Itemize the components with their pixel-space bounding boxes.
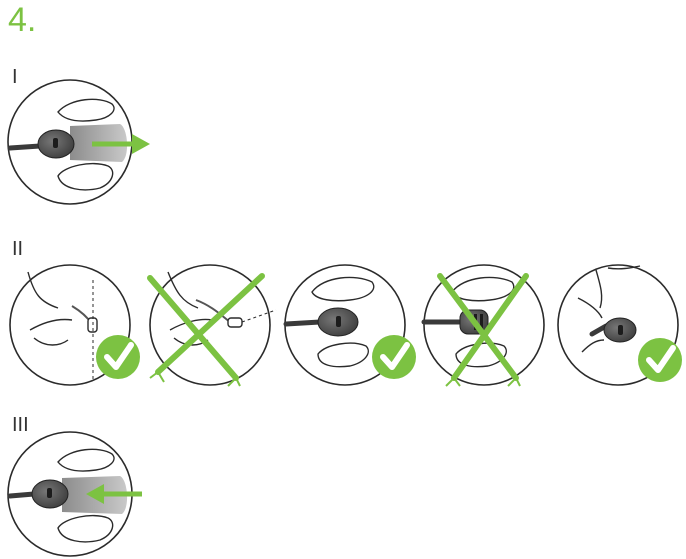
cross-icon [147, 273, 265, 387]
panel-iii-fit-tip [7, 431, 142, 557]
arrow-left-icon [86, 484, 142, 504]
step-number: 4. [8, 1, 37, 39]
section-label-i: I [12, 66, 18, 88]
check-icon [372, 335, 416, 379]
panel-ii-2-incorrect [147, 264, 277, 387]
panel-i-remove-tip [7, 79, 150, 205]
arrow-right-icon [92, 134, 150, 154]
panel-ii-4-incorrect [421, 264, 545, 387]
panel-ii-3-correct [283, 264, 416, 386]
check-icon [638, 338, 682, 382]
panel-ii-1-correct [9, 264, 140, 386]
section-label-ii: II [12, 238, 24, 260]
panel-ii-5-correct [557, 264, 682, 386]
cross-icon [437, 273, 529, 387]
section-label-iii: III [12, 414, 29, 436]
check-icon [96, 335, 140, 379]
